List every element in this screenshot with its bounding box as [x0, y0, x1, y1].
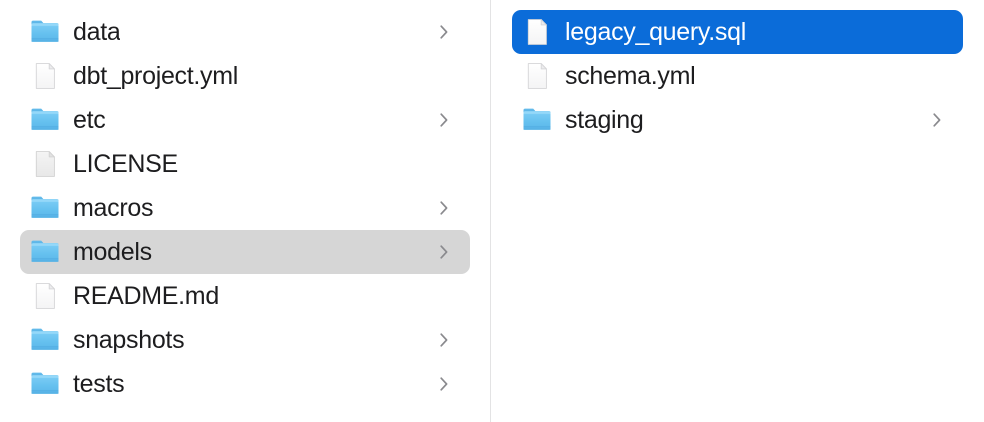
- chevron-right-icon[interactable]: [438, 374, 450, 394]
- file-row[interactable]: LICENSE: [20, 142, 470, 186]
- file-row[interactable]: dbt_project.yml: [20, 54, 470, 98]
- file-row-label: tests: [73, 370, 125, 398]
- finder-column-1: data dbt_project.yml etc LICENSE macros …: [0, 0, 491, 422]
- file-row[interactable]: snapshots: [20, 318, 470, 362]
- file-row[interactable]: legacy_query.sql: [512, 10, 963, 54]
- file-row[interactable]: models: [20, 230, 470, 274]
- file-row[interactable]: data: [20, 10, 470, 54]
- disclosure-chevron[interactable]: [438, 198, 450, 218]
- folder-icon: [30, 193, 60, 223]
- folder-icon: [30, 105, 60, 135]
- chevron-spacer: [438, 66, 450, 86]
- chevron-spacer: [931, 66, 943, 86]
- chevron-right-icon[interactable]: [438, 22, 450, 42]
- file-row[interactable]: schema.yml: [512, 54, 963, 98]
- file-row[interactable]: macros: [20, 186, 470, 230]
- folder-glyph: [31, 108, 59, 130]
- chevron-right-icon[interactable]: [438, 198, 450, 218]
- file-icon: [30, 61, 60, 91]
- file-row-label: staging: [565, 106, 644, 134]
- file-row-label: data: [73, 18, 121, 46]
- folder-icon: [30, 369, 60, 399]
- file-glyph: [527, 19, 547, 45]
- folder-glyph: [31, 196, 59, 218]
- file-row-label: README.md: [73, 282, 219, 310]
- folder-icon: [522, 105, 552, 135]
- file-row-label: schema.yml: [565, 62, 696, 90]
- chevron-right-icon[interactable]: [438, 242, 450, 262]
- file-glyph: [527, 63, 547, 89]
- folder-icon: [30, 17, 60, 47]
- folder-glyph: [31, 372, 59, 394]
- file-icon: [30, 149, 60, 179]
- file-row-label: legacy_query.sql: [565, 18, 746, 46]
- disclosure-chevron[interactable]: [438, 242, 450, 262]
- file-glyph: [35, 283, 55, 309]
- chevron-right-icon[interactable]: [438, 110, 450, 130]
- disclosure-chevron[interactable]: [438, 330, 450, 350]
- folder-glyph: [523, 108, 551, 130]
- file-row-label: macros: [73, 194, 154, 222]
- folder-glyph: [31, 240, 59, 262]
- file-row[interactable]: etc: [20, 98, 470, 142]
- file-row-label: LICENSE: [73, 150, 178, 178]
- chevron-spacer: [438, 154, 450, 174]
- disclosure-chevron[interactable]: [438, 22, 450, 42]
- file-icon: [522, 17, 552, 47]
- folder-glyph: [31, 20, 59, 42]
- disclosure-chevron[interactable]: [438, 374, 450, 394]
- file-row[interactable]: staging: [512, 98, 963, 142]
- folder-icon: [30, 237, 60, 267]
- file-glyph: [35, 151, 55, 177]
- file-row-label: dbt_project.yml: [73, 62, 239, 90]
- chevron-spacer: [931, 22, 943, 42]
- file-row-label: etc: [73, 106, 106, 134]
- file-row-label: snapshots: [73, 326, 185, 354]
- file-row[interactable]: README.md: [20, 274, 470, 318]
- chevron-right-icon[interactable]: [438, 330, 450, 350]
- folder-glyph: [31, 328, 59, 350]
- disclosure-chevron[interactable]: [931, 110, 943, 130]
- disclosure-chevron[interactable]: [438, 110, 450, 130]
- file-glyph: [35, 63, 55, 89]
- chevron-right-icon[interactable]: [931, 110, 943, 130]
- chevron-spacer: [438, 286, 450, 306]
- file-row-label: models: [73, 238, 152, 266]
- finder-column-2: legacy_query.sql schema.yml staging: [491, 0, 984, 422]
- file-icon: [522, 61, 552, 91]
- file-icon: [30, 281, 60, 311]
- file-row[interactable]: tests: [20, 362, 470, 406]
- folder-icon: [30, 325, 60, 355]
